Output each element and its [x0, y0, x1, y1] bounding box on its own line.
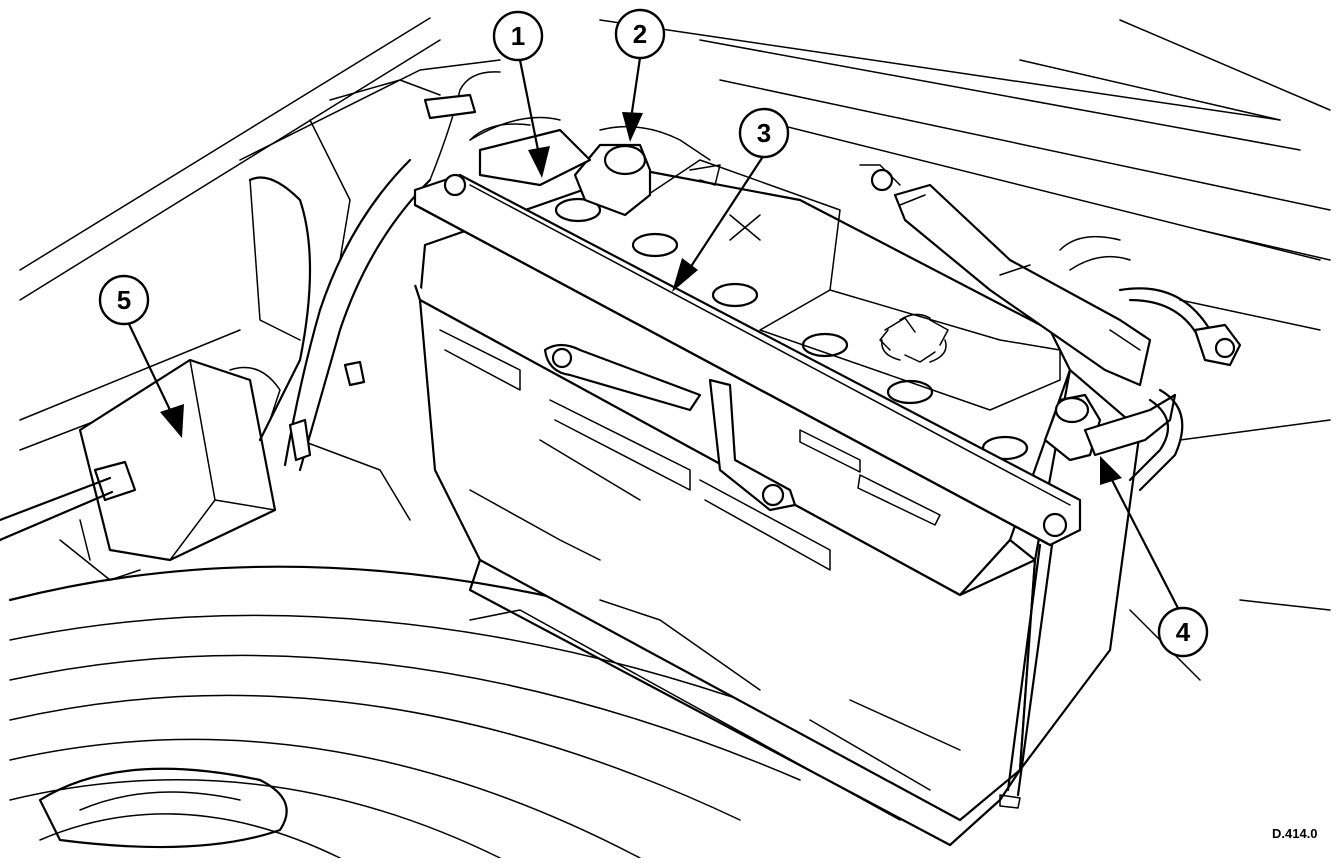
clamp-bar: [413, 173, 1082, 809]
wiring-harness: [248, 71, 561, 472]
callout-4: 4: [1157, 606, 1209, 658]
body-panel-lines: [19, 17, 1331, 681]
fuse-box: [0, 358, 281, 562]
callout-leaders: [126, 56, 1182, 614]
callout-2-label: 2: [633, 19, 647, 49]
recycle-icon: [879, 313, 949, 363]
callout-1: 1: [492, 10, 544, 62]
callout-3: 3: [738, 107, 790, 159]
callout-3-label: 3: [757, 118, 771, 148]
callout-2: 2: [614, 8, 666, 60]
callout-5: 5: [98, 274, 150, 326]
callout-1-label: 1: [511, 21, 525, 51]
callout-4-label: 4: [1176, 617, 1191, 647]
negative-terminal: [469, 123, 721, 217]
positive-terminal: [859, 164, 1242, 492]
reference-code: D.414.0: [1272, 826, 1318, 841]
callout-5-label: 5: [117, 285, 131, 315]
